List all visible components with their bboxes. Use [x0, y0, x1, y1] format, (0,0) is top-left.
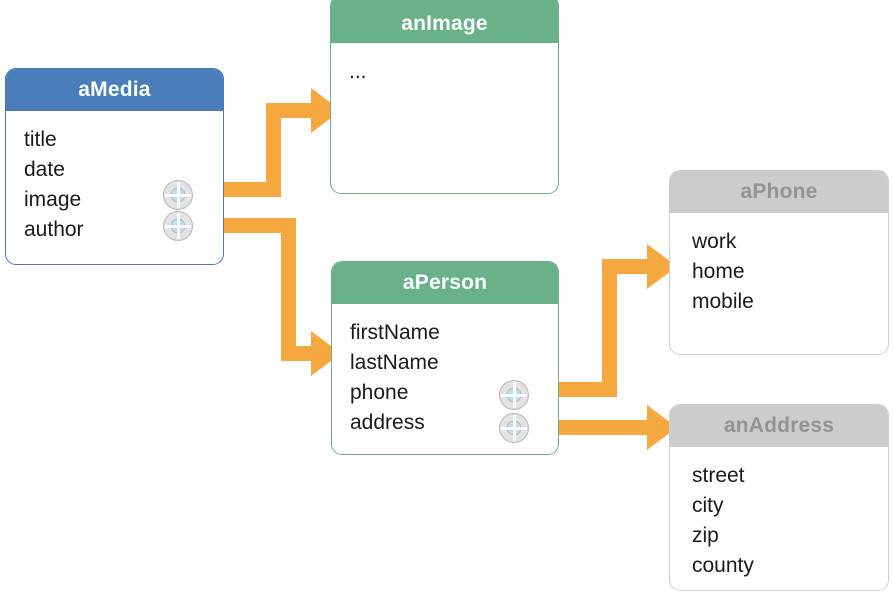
node-aPerson-title: aPerson — [332, 262, 558, 304]
attribute-ellipsis: ... — [349, 60, 367, 83]
socket-spoke-horizontal — [165, 224, 191, 228]
attribute-date: date — [24, 158, 65, 181]
node-aPhone-attributes: work home mobile — [670, 213, 888, 317]
attribute-phone: phone — [350, 381, 409, 404]
socket-icon-address[interactable] — [499, 413, 529, 443]
attribute-home: home — [692, 260, 745, 283]
attribute-county: county — [692, 554, 754, 577]
node-anImage-title: anImage — [331, 0, 558, 43]
attribute-address: address — [350, 411, 425, 434]
attribute-lastName: lastName — [350, 351, 439, 374]
node-anAddress[interactable]: anAddress street city zip county — [669, 404, 889, 591]
node-aPerson-attributes: firstName lastName phone address — [332, 304, 558, 438]
socket-spoke-horizontal — [501, 426, 527, 430]
socket-spoke-horizontal — [165, 193, 191, 197]
attribute-work: work — [692, 230, 737, 253]
node-anAddress-attributes: street city zip county — [670, 447, 888, 581]
attribute-author: author — [24, 218, 84, 241]
attribute-title: title — [24, 128, 57, 151]
socket-icon-image[interactable] — [163, 180, 193, 210]
node-aMedia-title: aMedia — [6, 69, 223, 111]
socket-icon-author[interactable] — [163, 211, 193, 241]
node-anImage[interactable]: anImage ... — [330, 0, 559, 194]
node-aMedia-attributes: title date image author — [6, 111, 223, 245]
node-aMedia[interactable]: aMedia title date image author — [5, 68, 224, 265]
attribute-street: street — [692, 464, 745, 487]
attribute-mobile: mobile — [692, 290, 754, 313]
attribute-city: city — [692, 494, 724, 517]
socket-icon-phone[interactable] — [499, 380, 529, 410]
node-aPhone-title: aPhone — [670, 171, 888, 213]
attribute-firstName: firstName — [350, 321, 440, 344]
socket-spoke-horizontal — [501, 393, 527, 397]
node-aPerson[interactable]: aPerson firstName lastName phone address — [331, 261, 559, 455]
attribute-zip: zip — [692, 524, 719, 547]
node-anImage-attributes: ... — [331, 43, 558, 87]
node-anAddress-title: anAddress — [670, 405, 888, 447]
attribute-image: image — [24, 188, 82, 211]
node-aPhone[interactable]: aPhone work home mobile — [669, 170, 889, 355]
